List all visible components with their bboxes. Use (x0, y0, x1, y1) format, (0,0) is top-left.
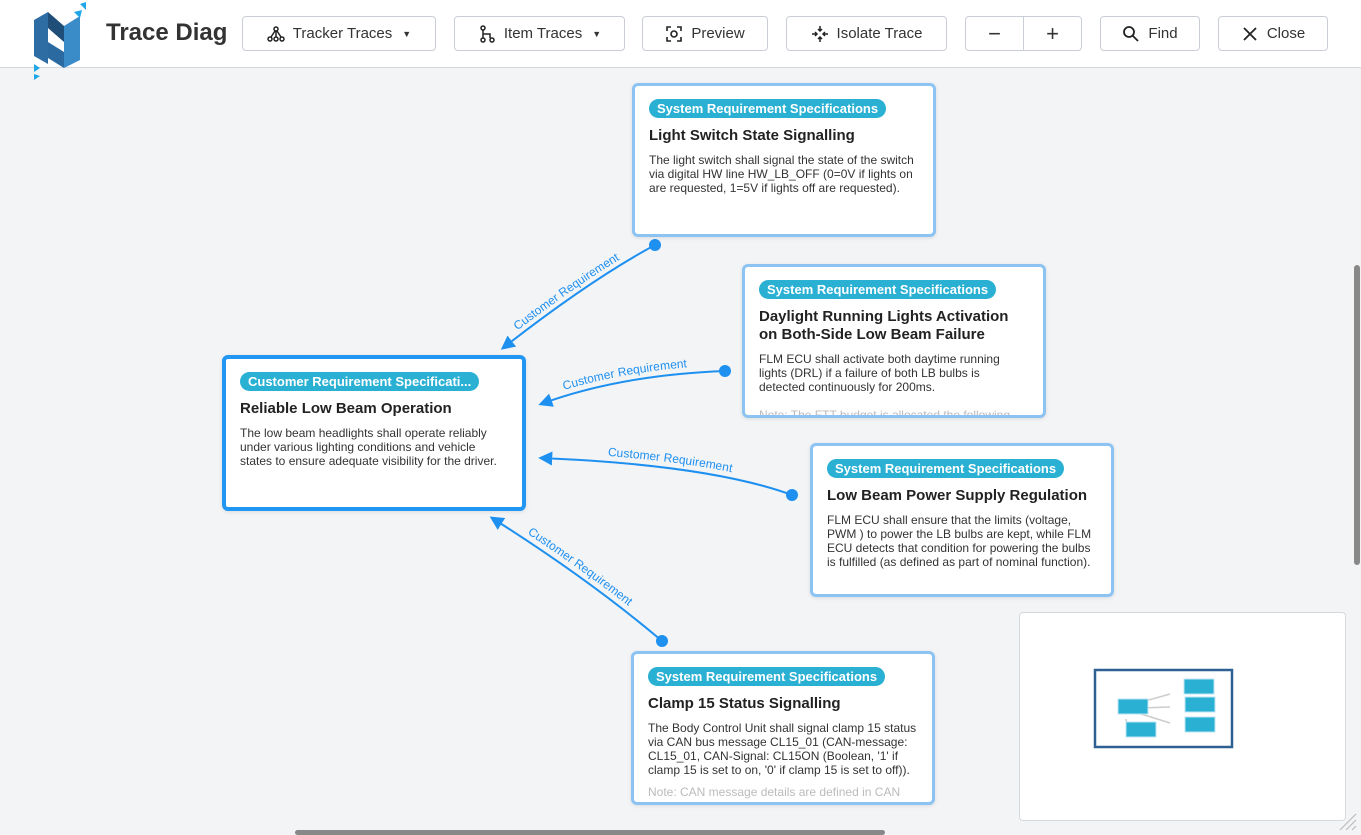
node-type-badge: System Requirement Specifications (827, 459, 1065, 478)
tracker-traces-label: Tracker Traces (292, 25, 393, 42)
resize-handle-icon[interactable] (1338, 812, 1358, 832)
node-note: Note: The FTT budget is allocated the fo… (759, 408, 1011, 418)
node-card-customer-requirement[interactable]: Customer Requirement Specificati... Reli… (222, 355, 526, 511)
node-card[interactable]: System Requirement Specifications Low Be… (810, 443, 1114, 597)
edge-label: Customer Requirement (526, 524, 636, 608)
branch-icon (480, 24, 495, 43)
edge-label: Customer Requirement (608, 445, 735, 475)
node-title: Clamp 15 Status Signalling (648, 695, 841, 712)
caret-down-icon: ▼ (402, 28, 412, 39)
item-traces-button[interactable]: Item Traces ▼ (454, 16, 625, 51)
node-description: The Body Control Unit shall signal clamp… (648, 721, 917, 777)
zoom-out-button[interactable]: − (965, 16, 1024, 51)
horizontal-scrollbar[interactable] (295, 830, 885, 835)
node-description: The low beam headlights shall operate re… (240, 426, 497, 468)
find-label: Find (1148, 25, 1178, 42)
node-title: Reliable Low Beam Operation (240, 400, 452, 417)
vertical-scrollbar[interactable] (1354, 265, 1360, 565)
toolbar: Trace Diag Tracker Traces▼ Item Traces▼ … (0, 0, 1361, 80)
edge-label: Customer Requirement (511, 250, 622, 333)
item-traces-label: Item Traces (503, 25, 583, 42)
isolate-trace-button[interactable]: Isolate Trace (786, 16, 947, 51)
node-title: Low Beam Power Supply Regulation (827, 487, 1088, 504)
screenshot-icon (666, 25, 683, 42)
node-card[interactable]: System Requirement Specifications Clamp … (631, 651, 935, 805)
edge[interactable]: Customer Requirement (491, 517, 668, 647)
node-type-badge: Customer Requirement Specificati... (240, 372, 480, 391)
edge[interactable]: Customer Requirement (502, 239, 661, 349)
svg-text:Customer Requirement: Customer Requirement (561, 356, 688, 393)
search-icon (1123, 25, 1140, 42)
minimap[interactable] (1019, 612, 1346, 821)
svg-text:Customer Requirement: Customer Requirement (608, 445, 735, 475)
svg-text:Customer Requirement: Customer Requirement (526, 524, 636, 608)
node-title: Daylight Running Lights Activation on Bo… (759, 308, 1009, 343)
minimap-overview (1093, 668, 1234, 749)
edge[interactable]: Customer Requirement (540, 356, 731, 405)
node-description: The light switch shall signal the state … (649, 153, 914, 195)
close-label: Close (1266, 25, 1306, 42)
svg-text:Customer Requirement: Customer Requirement (511, 250, 622, 333)
node-type-badge: System Requirement Specifications (649, 99, 887, 118)
preview-label: Preview (691, 25, 745, 42)
node-type-badge: System Requirement Specifications (648, 667, 886, 686)
caret-down-icon: ▼ (592, 28, 602, 39)
node-type-badge: System Requirement Specifications (759, 280, 997, 299)
node-card[interactable]: System Requirement Specifications Daylig… (742, 264, 1046, 418)
node-title: Light Switch State Signalling (649, 127, 855, 144)
preview-button[interactable]: Preview (642, 16, 768, 51)
node-note: Note: CAN message details are defined in… (648, 785, 901, 799)
zoom-in-button[interactable]: + (1023, 16, 1082, 51)
edge-label: Customer Requirement (561, 356, 688, 393)
close-icon (1243, 26, 1257, 41)
isolate-trace-label: Isolate Trace (836, 25, 923, 42)
edge[interactable]: Customer Requirement (540, 445, 798, 501)
collapse-arrows-icon (811, 25, 828, 42)
page-title: Trace Diag (106, 19, 226, 46)
node-card[interactable]: System Requirement Specifications Light … (632, 83, 936, 237)
tracker-traces-button[interactable]: Tracker Traces ▼ (242, 16, 436, 51)
node-description: FLM ECU shall activate both daytime runn… (759, 352, 1000, 394)
node-description: FLM ECU shall ensure that the limits (vo… (827, 513, 1092, 569)
network-icon (267, 25, 285, 42)
close-button[interactable]: Close (1218, 16, 1328, 51)
plus-icon: + (1046, 20, 1059, 46)
find-button[interactable]: Find (1100, 16, 1200, 51)
minus-icon: − (988, 20, 1001, 46)
app-logo (34, 2, 86, 80)
